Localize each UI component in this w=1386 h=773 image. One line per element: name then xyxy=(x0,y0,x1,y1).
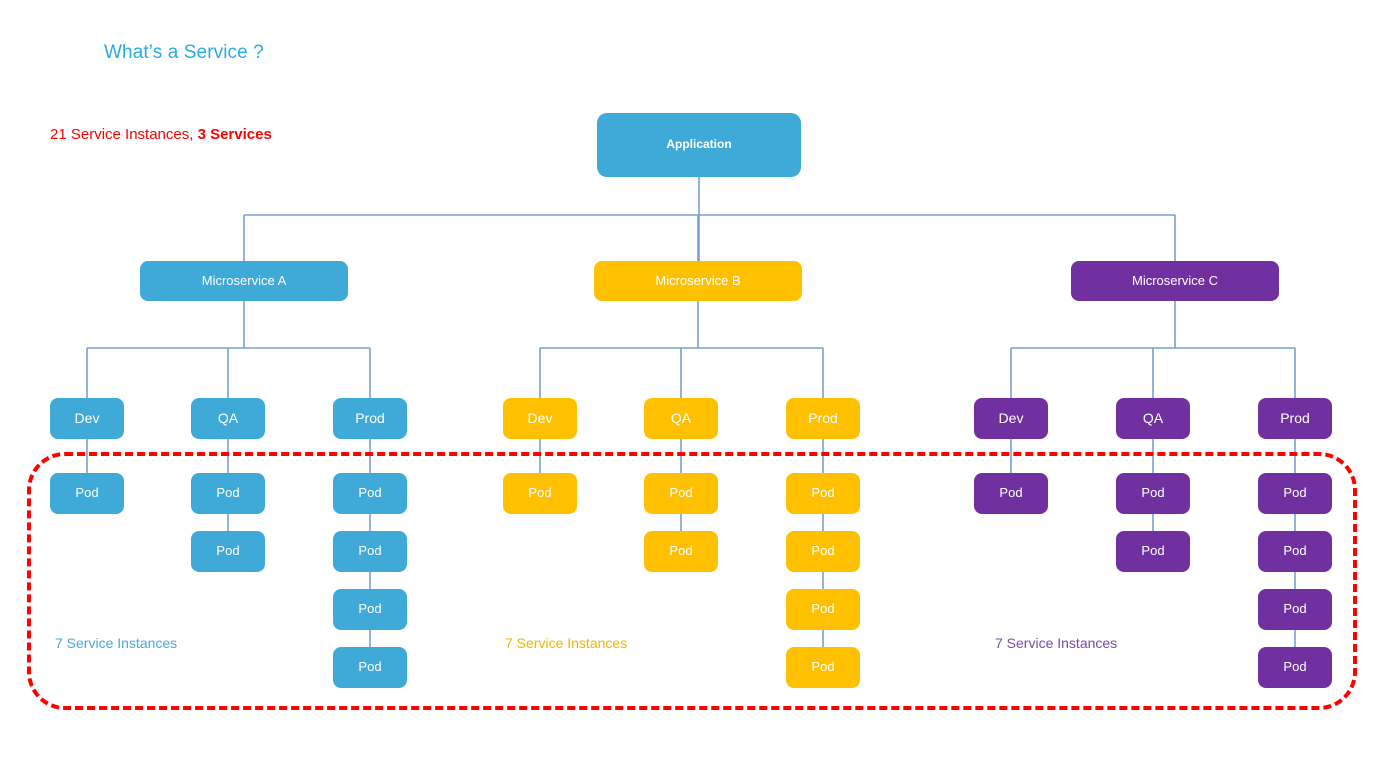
node-env-qa-3[interactable]: QA xyxy=(1116,398,1190,439)
node-env-dev-1[interactable]: Dev xyxy=(50,398,124,439)
node-env-dev-2-label: Dev xyxy=(527,409,553,426)
node-pod[interactable]: Pod xyxy=(50,473,124,514)
node-pod-label: Pod xyxy=(1283,659,1307,675)
node-pod-label: Pod xyxy=(75,485,99,501)
node-application-label: Application xyxy=(666,137,732,152)
group-instances-label-2: 7 Service Instances xyxy=(505,635,628,651)
node-env-dev-1-label: Dev xyxy=(74,409,100,426)
node-pod[interactable]: Pod xyxy=(1258,589,1332,630)
node-env-qa-1-label: QA xyxy=(217,409,239,426)
node-env-prod-2-label: Prod xyxy=(808,409,838,426)
node-pod[interactable]: Pod xyxy=(191,473,265,514)
node-env-prod-3[interactable]: Prod xyxy=(1258,398,1332,439)
node-pod-label: Pod xyxy=(358,485,382,501)
node-pod-label: Pod xyxy=(1283,601,1307,617)
node-pod-label: Pod xyxy=(999,485,1023,501)
node-pod[interactable]: Pod xyxy=(1258,647,1332,688)
node-pod[interactable]: Pod xyxy=(333,647,407,688)
node-pod[interactable]: Pod xyxy=(1116,531,1190,572)
node-pod[interactable]: Pod xyxy=(333,531,407,572)
node-env-dev-3[interactable]: Dev xyxy=(974,398,1048,439)
node-microservice-3[interactable]: Microservice C xyxy=(1071,261,1279,301)
node-pod-label: Pod xyxy=(358,543,382,559)
node-pod[interactable]: Pod xyxy=(1258,531,1332,572)
node-pod-label: Pod xyxy=(1141,485,1165,501)
page-title: What’s a Service ? xyxy=(104,42,264,63)
node-pod-label: Pod xyxy=(1283,543,1307,559)
node-pod[interactable]: Pod xyxy=(1258,473,1332,514)
node-env-prod-1-label: Prod xyxy=(355,409,385,426)
node-pod-label: Pod xyxy=(216,485,240,501)
node-env-qa-1[interactable]: QA xyxy=(191,398,265,439)
node-microservice-1-label: Microservice A xyxy=(201,272,287,288)
node-pod[interactable]: Pod xyxy=(191,531,265,572)
node-pod[interactable]: Pod xyxy=(333,473,407,514)
node-pod[interactable]: Pod xyxy=(786,531,860,572)
node-microservice-1[interactable]: Microservice A xyxy=(140,261,348,301)
node-pod-label: Pod xyxy=(216,543,240,559)
node-env-qa-2[interactable]: QA xyxy=(644,398,718,439)
node-env-prod-3-label: Prod xyxy=(1280,409,1310,426)
node-pod[interactable]: Pod xyxy=(786,473,860,514)
group-instances-label-1: 7 Service Instances xyxy=(55,635,178,651)
node-pod[interactable]: Pod xyxy=(786,647,860,688)
node-pod[interactable]: Pod xyxy=(503,473,577,514)
node-application[interactable]: Application xyxy=(597,113,801,177)
subtitle-prefix: 21 Service Instances, xyxy=(50,126,198,143)
node-pod-label: Pod xyxy=(1141,543,1165,559)
node-pod[interactable]: Pod xyxy=(1116,473,1190,514)
node-pod[interactable]: Pod xyxy=(786,589,860,630)
node-pod-label: Pod xyxy=(669,485,693,501)
node-env-qa-3-label: QA xyxy=(1142,409,1164,426)
node-pod-label: Pod xyxy=(811,485,835,501)
node-pod[interactable]: Pod xyxy=(974,473,1048,514)
subtitle-total-instances: 21 Service Instances, 3 Services xyxy=(50,126,272,143)
subtitle-emphasis: 3 Services xyxy=(197,126,272,143)
node-microservice-3-label: Microservice C xyxy=(1132,272,1218,288)
node-pod[interactable]: Pod xyxy=(333,589,407,630)
node-pod[interactable]: Pod xyxy=(644,531,718,572)
node-env-prod-1[interactable]: Prod xyxy=(333,398,407,439)
node-pod-label: Pod xyxy=(1283,485,1307,501)
node-pod-label: Pod xyxy=(811,659,835,675)
node-pod-label: Pod xyxy=(811,601,835,617)
node-pod-label: Pod xyxy=(528,485,552,501)
node-env-dev-2[interactable]: Dev xyxy=(503,398,577,439)
node-microservice-2-label: Microservice B xyxy=(655,272,741,288)
pods-highlight-boundary xyxy=(27,452,1357,710)
node-env-qa-2-label: QA xyxy=(670,409,692,426)
node-pod-label: Pod xyxy=(358,659,382,675)
node-env-dev-3-label: Dev xyxy=(998,409,1024,426)
node-microservice-2[interactable]: Microservice B xyxy=(594,261,802,301)
node-pod-label: Pod xyxy=(669,543,693,559)
group-instances-label-3: 7 Service Instances xyxy=(995,635,1118,651)
node-env-prod-2[interactable]: Prod xyxy=(786,398,860,439)
node-pod[interactable]: Pod xyxy=(644,473,718,514)
node-pod-label: Pod xyxy=(811,543,835,559)
node-pod-label: Pod xyxy=(358,601,382,617)
